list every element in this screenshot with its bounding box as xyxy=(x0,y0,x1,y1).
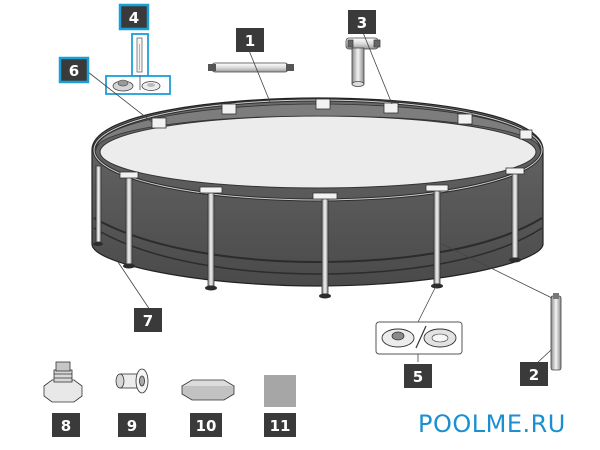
brand-watermark: POOLME.RU xyxy=(418,410,566,438)
callout-7-label: 7 xyxy=(143,312,153,330)
part-patch xyxy=(264,375,296,407)
pool-band xyxy=(93,217,543,264)
callout-11-label: 11 xyxy=(270,417,291,435)
callout-9-label: 9 xyxy=(127,417,137,435)
callout-2-label: 2 xyxy=(529,366,539,384)
callout-11: 11 xyxy=(264,413,296,437)
callout-7: 7 xyxy=(134,308,162,332)
callout-1-label: 1 xyxy=(245,32,255,50)
part-drain-cap xyxy=(181,379,235,401)
callout-5-label: 5 xyxy=(413,368,423,386)
part-pin-caps xyxy=(105,75,171,95)
leader-lines xyxy=(87,29,553,365)
part-leg-pin xyxy=(131,33,149,77)
callout-8: 8 xyxy=(52,413,80,437)
part-leg-caps xyxy=(375,321,463,355)
part-t-joint xyxy=(345,37,381,87)
part-plug xyxy=(115,368,149,394)
callout-3-label: 3 xyxy=(357,14,367,32)
callout-2: 2 xyxy=(520,362,548,386)
part-vertical-leg xyxy=(550,293,562,371)
part-drain-valve xyxy=(43,361,83,403)
callout-1: 1 xyxy=(236,28,264,52)
callout-6-label: 6 xyxy=(69,62,79,80)
callout-10-label: 10 xyxy=(196,417,217,435)
pool-joints xyxy=(119,98,533,200)
pool-feet xyxy=(93,242,521,299)
callout-9: 9 xyxy=(118,413,146,437)
callout-10: 10 xyxy=(190,413,222,437)
callout-4: 4 xyxy=(118,3,150,31)
callout-5: 5 xyxy=(404,364,432,388)
callout-8-label: 8 xyxy=(61,417,71,435)
part-top-rail xyxy=(208,62,294,73)
callout-3: 3 xyxy=(348,10,376,34)
callout-4-label: 4 xyxy=(129,9,139,27)
pool-illustration xyxy=(91,97,544,299)
callout-6: 6 xyxy=(58,56,90,84)
